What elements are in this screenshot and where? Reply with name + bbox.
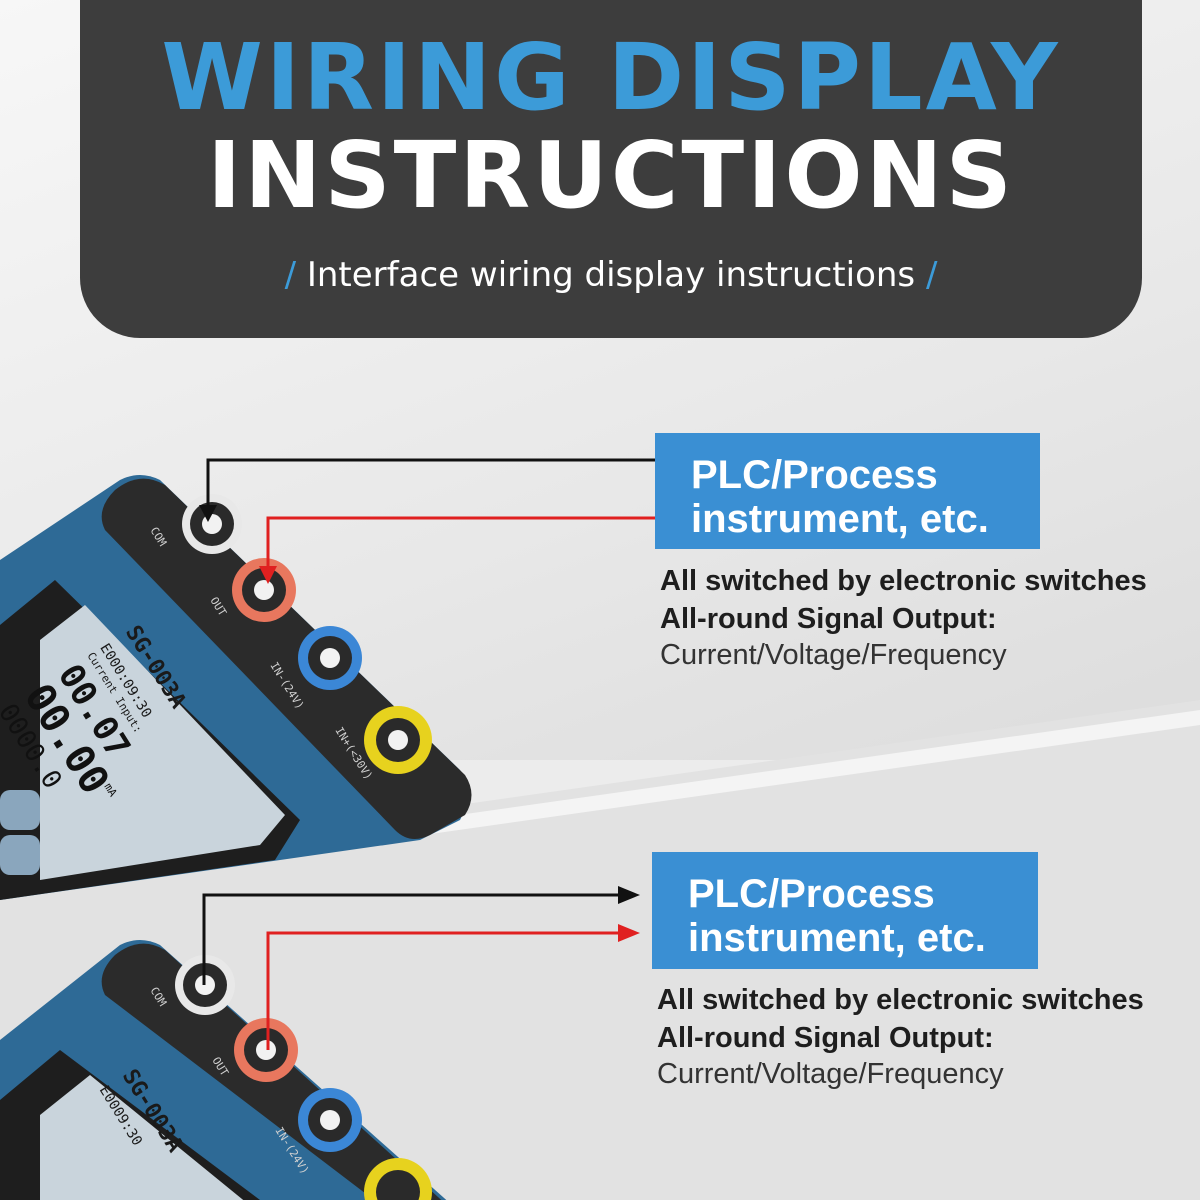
title-line-1: WIRING DISPLAY xyxy=(161,24,1061,131)
target-label-line-2: instrument, etc. xyxy=(688,916,986,960)
subtitle-slash-left: / xyxy=(284,255,297,295)
description-line-3: Current/Voltage/Frequency xyxy=(660,639,1007,671)
port-in-minus xyxy=(298,626,362,690)
port-out xyxy=(232,558,296,622)
target-label-line-2: instrument, etc. xyxy=(691,497,989,541)
port-com xyxy=(182,494,242,554)
description-1: All switched by electronic switches All-… xyxy=(660,562,1200,672)
port-in-minus xyxy=(298,1088,362,1152)
header-banner: WIRING DISPLAY INSTRUCTIONS / Interface … xyxy=(80,0,1142,338)
description-line-1: All switched by electronic switches xyxy=(660,565,1147,597)
wire-out-red xyxy=(259,516,655,584)
target-label-line-1: PLC/Process xyxy=(688,872,935,916)
target-label-box-1: PLC/Process instrument, etc. xyxy=(655,433,1040,549)
target-label-box-2: PLC/Process instrument, etc. xyxy=(652,852,1038,969)
subtitle-text: Interface wiring display instructions xyxy=(306,255,916,295)
wire-com-black xyxy=(199,458,655,522)
description-2: All switched by electronic switches All-… xyxy=(657,981,1197,1091)
title-line-2: INSTRUCTIONS xyxy=(207,122,1015,229)
device-screen xyxy=(40,605,285,880)
port-in-plus xyxy=(364,706,432,774)
device-illustration-1: SG-003A E000:09:30 Current Input: 00.07 … xyxy=(0,475,472,900)
description-line-1: All switched by electronic switches xyxy=(657,984,1144,1016)
description-line-2: All-round Signal Output: xyxy=(660,603,997,635)
screen-unit: mA xyxy=(101,781,119,799)
device-illustration-2: SG-003A E0009:30 COM OUT IN-(24V) xyxy=(0,940,447,1200)
device-screen xyxy=(40,1075,244,1200)
subtitle: / Interface wiring display instructions … xyxy=(80,252,1142,298)
port-in-plus xyxy=(364,1158,432,1200)
subtitle-slash-right: / xyxy=(925,255,938,295)
wire-out-red xyxy=(266,924,640,1050)
description-line-2: All-round Signal Output: xyxy=(657,1022,994,1054)
wire-com-black xyxy=(202,886,640,985)
screen-readout: SG-003A E000:09:30 Current Input: 00.07 … xyxy=(0,621,190,802)
port-out xyxy=(234,1018,298,1082)
device-buttons xyxy=(0,790,40,875)
target-label-line-1: PLC/Process xyxy=(691,453,938,497)
description-line-3: Current/Voltage/Frequency xyxy=(657,1058,1004,1090)
